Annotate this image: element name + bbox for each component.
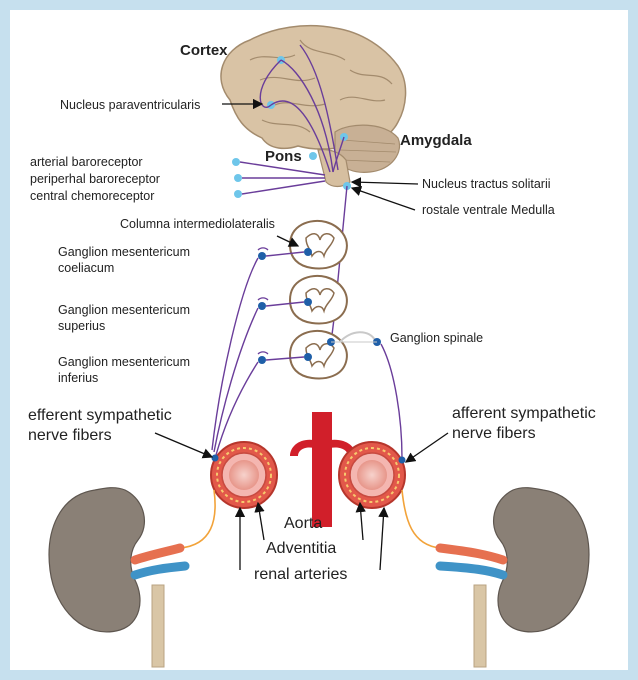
kidney-left bbox=[49, 488, 185, 667]
central-chemoreceptor-dot bbox=[234, 190, 242, 198]
label-ganglion-inferius-2: inferius bbox=[58, 371, 98, 385]
renal-artery-right bbox=[339, 442, 406, 508]
label-cortex: Cortex bbox=[180, 42, 228, 59]
ganglion-superius-node bbox=[258, 302, 266, 310]
afferent-pathway bbox=[381, 344, 402, 458]
label-ganglion-inferius-1: Ganglion mesentericum bbox=[58, 355, 190, 369]
label-amygdala: Amygdala bbox=[400, 132, 472, 149]
label-ganglion-superius-1: Ganglion mesentericum bbox=[58, 303, 190, 317]
label-central-chemoreceptor: central chemoreceptor bbox=[30, 189, 154, 203]
label-ganglion-coeliacum-2: coeliacum bbox=[58, 261, 114, 275]
label-adventitia: Adventitia bbox=[266, 540, 336, 557]
label-nucleus-tractus-solitarii: Nucleus tractus solitarii bbox=[422, 177, 551, 191]
label-ganglion-superius-2: superius bbox=[58, 319, 105, 333]
brain bbox=[221, 26, 406, 187]
spinal-segment-2 bbox=[290, 276, 347, 324]
renal-artery-left bbox=[211, 442, 277, 508]
spinal-segment-1 bbox=[290, 221, 347, 269]
spinal-segment-3 bbox=[290, 331, 347, 379]
arterial-baroreceptor-dot bbox=[232, 158, 240, 166]
label-nucleus-paraventricularis: Nucleus paraventricularis bbox=[60, 98, 200, 112]
label-ganglion-coeliacum-1: Ganglion mesentericum bbox=[58, 245, 190, 259]
left-renal-nerve bbox=[180, 490, 215, 548]
peripheral-baroreceptor-dot bbox=[234, 174, 242, 182]
label-renal-arteries: renal arteries bbox=[254, 566, 347, 583]
pons-node bbox=[309, 152, 317, 160]
label-columna-intermediolateralis: Columna intermediolateralis bbox=[120, 217, 275, 231]
label-efferent-1: efferent sympathetic bbox=[28, 407, 172, 424]
label-pons: Pons bbox=[265, 148, 302, 165]
label-peripheral-baroreceptor: periperhal baroreceptor bbox=[30, 172, 160, 186]
label-afferent-2: nerve fibers bbox=[452, 425, 536, 442]
label-efferent-2: nerve fibers bbox=[28, 427, 112, 444]
label-ganglion-spinale: Ganglion spinale bbox=[390, 331, 483, 345]
label-aorta: Aorta bbox=[284, 515, 322, 532]
right-renal-nerve bbox=[402, 490, 440, 548]
kidney-right bbox=[440, 488, 589, 667]
label-rostale-ventrale-medulla: rostale ventrale Medulla bbox=[422, 203, 555, 217]
label-arterial-baroreceptor: arterial baroreceptor bbox=[30, 155, 143, 169]
label-afferent-1: afferent sympathetic bbox=[452, 405, 596, 422]
ganglion-inferius-node bbox=[258, 356, 266, 364]
ganglion-coeliacum-node bbox=[258, 252, 266, 260]
